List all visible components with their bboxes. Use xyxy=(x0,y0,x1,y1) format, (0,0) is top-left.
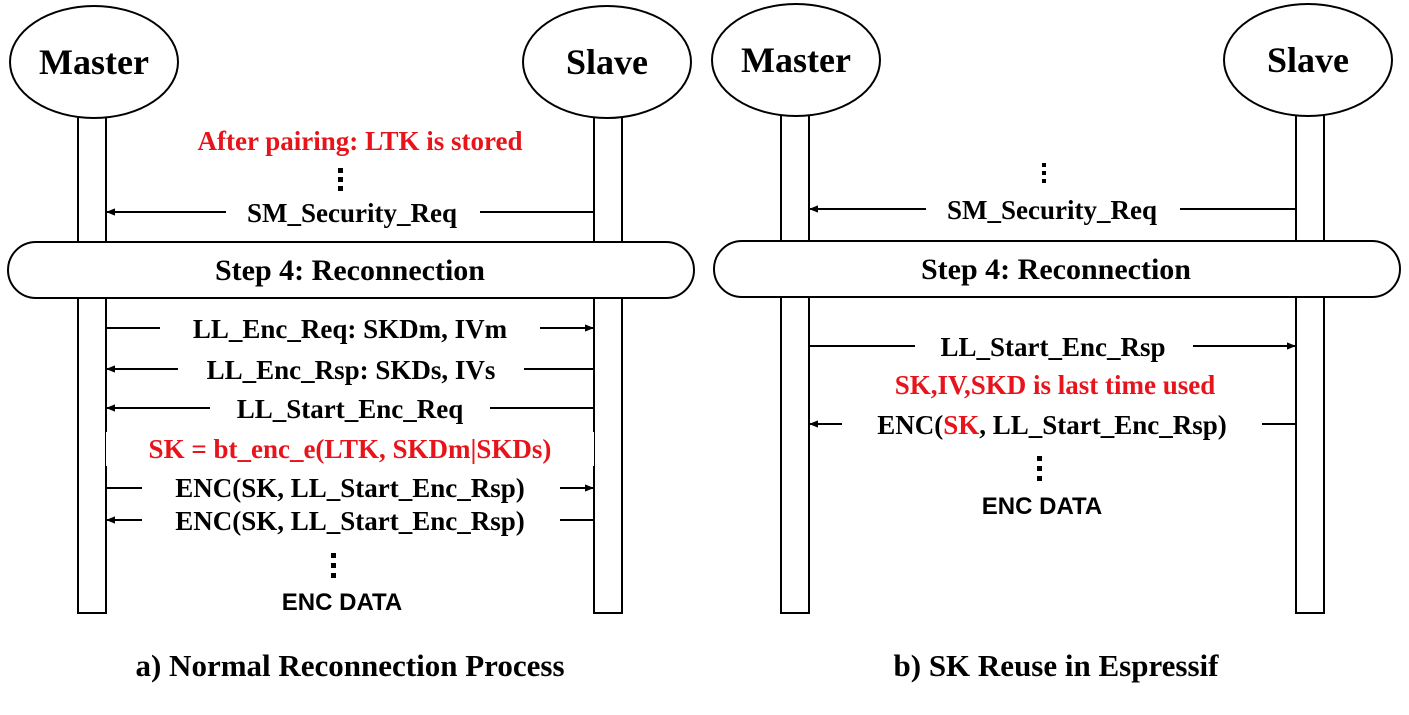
slave-label-a: Slave xyxy=(566,42,648,82)
caption-b: b) SK Reuse in Espressif xyxy=(894,648,1220,683)
security-req-label-a: SM_Security_Req xyxy=(247,198,457,228)
reuse-note: SK,IV,SKD is last time used xyxy=(895,370,1216,400)
panel-a: Master Slave After pairing: LTK is store… xyxy=(7,5,695,683)
start-enc-req-label: LL_Start_Enc_Req xyxy=(237,394,464,424)
panel-b: Master Slave SM_Security_Req Step 4: Rec… xyxy=(711,3,1401,683)
master-lifeline-b xyxy=(780,111,810,614)
vertical-ellipsis-b2 xyxy=(1037,456,1042,481)
enc-rsp-label: LL_Enc_Rsp: SKDs, IVs xyxy=(207,355,496,385)
slave-label-b: Slave xyxy=(1267,40,1349,80)
slave-lifeline-a xyxy=(593,113,623,614)
slave-lifeline-b xyxy=(1295,111,1325,614)
security-req-label-b: SM_Security_Req xyxy=(947,195,1157,225)
enc-start-rsp-label-2: ENC(SK, LL_Start_Enc_Rsp) xyxy=(175,506,525,536)
sk-derivation-note: SK = bt_enc_e(LTK, SKDm|SKDs) xyxy=(149,434,552,464)
enc-start-rsp-label-1: ENC(SK, LL_Start_Enc_Rsp) xyxy=(175,473,525,503)
vertical-ellipsis-a2 xyxy=(331,553,336,578)
enc-req-label: LL_Enc_Req: SKDm, IVm xyxy=(193,314,508,344)
master-label-b: Master xyxy=(741,40,851,80)
vertical-ellipsis-a1 xyxy=(338,168,343,191)
step4-band-b xyxy=(713,240,1401,298)
after-pairing-note: After pairing: LTK is stored xyxy=(197,126,522,156)
master-actor-a xyxy=(9,5,179,119)
step4-band-a xyxy=(7,241,695,299)
step4-label-b: Step 4: Reconnection xyxy=(921,253,1191,286)
start-enc-rsp-label-b: LL_Start_Enc_Rsp xyxy=(940,332,1165,362)
master-lifeline-a xyxy=(77,113,107,614)
enc-data-label-b: ENC DATA xyxy=(982,493,1102,520)
enc-sk-highlight: SK xyxy=(943,410,979,440)
enc-prefix: ENC( xyxy=(877,410,943,440)
master-label-a: Master xyxy=(39,42,149,82)
enc-start-rsp-label-b: ENC(SK, LL_Start_Enc_Rsp) xyxy=(877,410,1227,440)
slave-actor-a xyxy=(522,5,692,119)
enc-suffix: , LL_Start_Enc_Rsp) xyxy=(979,410,1227,440)
master-actor-b xyxy=(711,3,881,117)
caption-a: a) Normal Reconnection Process xyxy=(135,648,564,683)
enc-data-label-a: ENC DATA xyxy=(282,589,402,616)
vertical-ellipsis-b1 xyxy=(1042,163,1046,183)
slave-actor-b xyxy=(1223,3,1393,117)
step4-label-a: Step 4: Reconnection xyxy=(215,254,485,287)
